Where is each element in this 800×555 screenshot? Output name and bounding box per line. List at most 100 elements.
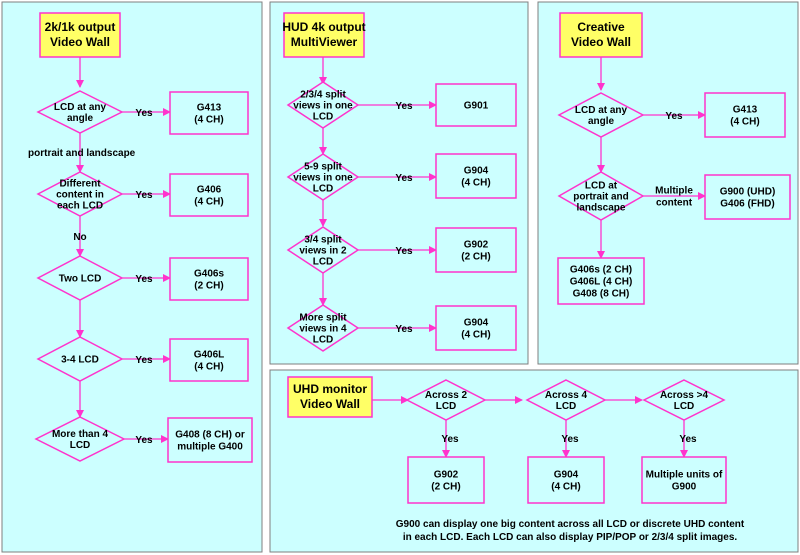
p2-result-g901: G901 bbox=[435, 83, 517, 127]
p1-yes-2: Yes bbox=[135, 190, 153, 201]
p1-yes-3: Yes bbox=[135, 274, 153, 285]
p1-result-g406s-text: G406s(2 CH) bbox=[194, 269, 224, 292]
p3-result-g900-g406: G900 (UHD)G406 (FHD) bbox=[704, 174, 791, 220]
p1-result-g406: G406(4 CH) bbox=[169, 173, 249, 217]
p1-diamond-any-angle-shape bbox=[36, 90, 124, 134]
p1-result-g406l-box bbox=[169, 338, 249, 382]
panel2-title-box bbox=[283, 12, 365, 58]
p1-result-g406-box bbox=[169, 173, 249, 217]
p4-diamond-across-4-shape bbox=[525, 379, 607, 421]
p3-result-g413: G413(4 CH) bbox=[704, 92, 786, 138]
p1-diamond-different-shape bbox=[36, 171, 124, 217]
p3-diamond-any-angle-shape bbox=[557, 92, 645, 138]
panel1-title-box bbox=[39, 12, 121, 58]
p3-result-g900-g406-text: G900 (UHD)G406 (FHD) bbox=[720, 187, 776, 210]
p1-yes-4: Yes bbox=[135, 355, 153, 366]
p2-result-g902-text: G902(2 CH) bbox=[461, 240, 490, 263]
p1-result-g408-box bbox=[167, 417, 253, 463]
p2-yes-3: Yes bbox=[395, 246, 413, 257]
p3-result-g900-g406-box bbox=[704, 174, 791, 220]
p3-yes-1: Yes bbox=[665, 111, 683, 122]
p2-result-g904-b-box bbox=[435, 305, 517, 351]
p1-portrait-landscape-label: portrait and landscape bbox=[28, 148, 136, 159]
p1-yes-1: Yes bbox=[135, 108, 153, 119]
p2-result-g904-a-text: G904(4 CH) bbox=[461, 166, 490, 189]
p2-result-g901-text: G901 bbox=[464, 101, 489, 112]
p1-result-g406s-box bbox=[169, 257, 249, 301]
p2-result-g902: G902(2 CH) bbox=[435, 227, 517, 273]
p1-diamond-two-lcd-shape bbox=[36, 255, 124, 301]
p1-diamond-two-lcd-text: Two LCD bbox=[59, 274, 102, 285]
p3-result-list-box bbox=[557, 257, 645, 305]
p4-result-g904-box bbox=[527, 456, 605, 504]
p4-result-multiple-g900-box bbox=[641, 456, 727, 504]
p2-result-g904-b-text: G904(4 CH) bbox=[461, 318, 490, 341]
p4-result-g904-text: G904(4 CH) bbox=[551, 470, 580, 493]
p4-yes-1: Yes bbox=[441, 434, 459, 445]
p4-diamond-across-gt-4-shape bbox=[642, 379, 726, 421]
p4-yes-3: Yes bbox=[679, 434, 697, 445]
p2-yes-4: Yes bbox=[395, 324, 413, 335]
p1-diamond-more-than-4-shape bbox=[34, 416, 126, 462]
p4-result-g902-text: G902(2 CH) bbox=[431, 470, 460, 493]
p3-result-g413-text: G413(4 CH) bbox=[730, 105, 759, 128]
p2-result-g902-box bbox=[435, 227, 517, 273]
p3-result-g413-box bbox=[704, 92, 786, 138]
p1-result-g406-text: G406(4 CH) bbox=[194, 185, 223, 208]
p2-diamond-34-split-shape bbox=[286, 226, 360, 274]
p1-diamond-two-lcd: Two LCD bbox=[36, 255, 124, 301]
p2-yes-2: Yes bbox=[395, 173, 413, 184]
p2-diamond-more-split-shape bbox=[286, 304, 360, 352]
panel4-title-box bbox=[287, 376, 373, 418]
p3-diamond-portrait-landscape-shape bbox=[557, 171, 645, 221]
p2-yes-1: Yes bbox=[395, 101, 413, 112]
p1-result-g406l: G406L(4 CH) bbox=[169, 338, 249, 382]
p2-result-g904-a: G904(4 CH) bbox=[435, 153, 517, 199]
p4-result-g902-box bbox=[407, 456, 485, 504]
p2-result-g904-a-box bbox=[435, 153, 517, 199]
p1-result-g413-text: G413(4 CH) bbox=[194, 103, 223, 126]
p4-yes-2: Yes bbox=[561, 434, 579, 445]
p1-result-g406s: G406s(2 CH) bbox=[169, 257, 249, 301]
p1-diamond-three-four-lcd-shape bbox=[36, 336, 124, 382]
p3-result-list: G406s (2 CH)G406L (4 CH)G408 (8 CH) bbox=[557, 257, 645, 305]
p2-result-g901-box bbox=[435, 83, 517, 127]
p1-yes-5: Yes bbox=[135, 435, 153, 446]
p1-diamond-three-four-lcd-text: 3-4 LCD bbox=[61, 355, 99, 366]
p2-result-g904-b: G904(4 CH) bbox=[435, 305, 517, 351]
p2-diamond-234-split-shape bbox=[286, 81, 360, 129]
p1-no-label: No bbox=[73, 232, 86, 243]
